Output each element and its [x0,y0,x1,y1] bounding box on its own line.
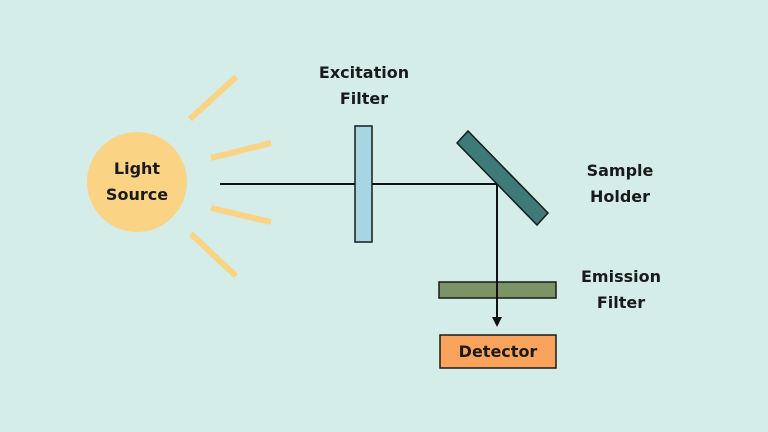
emission-filter-label: Emission Filter [571,264,671,316]
ray-2 [210,140,272,161]
sample-holder-label: Sample Holder [570,158,670,210]
sample-holder-label-line1: Sample [586,161,654,180]
ray-3 [210,205,272,225]
light-source-label-line1: Light [113,159,161,178]
excitation-filter-label: Excitation Filter [304,60,424,112]
ray-4 [188,231,239,279]
emission-filter-label-line1: Emission [581,267,661,286]
ray-1 [187,74,239,122]
light-source-circle [87,132,187,232]
detector-label-text: Detector [458,342,538,361]
detector-box [439,334,557,369]
excitation-filter [354,125,373,243]
detector-label: Detector [440,338,556,366]
light-rays [187,74,272,279]
sample-holder [455,129,550,227]
excitation-filter-label-line2: Filter [339,89,389,108]
light-source-label-line2: Source [105,185,169,204]
excitation-filter-label-line1: Excitation [318,63,410,82]
sample-holder-label-line2: Holder [589,187,651,206]
emission-filter-label-line2: Filter [596,293,646,312]
light-source-label: Light Source [87,156,187,208]
